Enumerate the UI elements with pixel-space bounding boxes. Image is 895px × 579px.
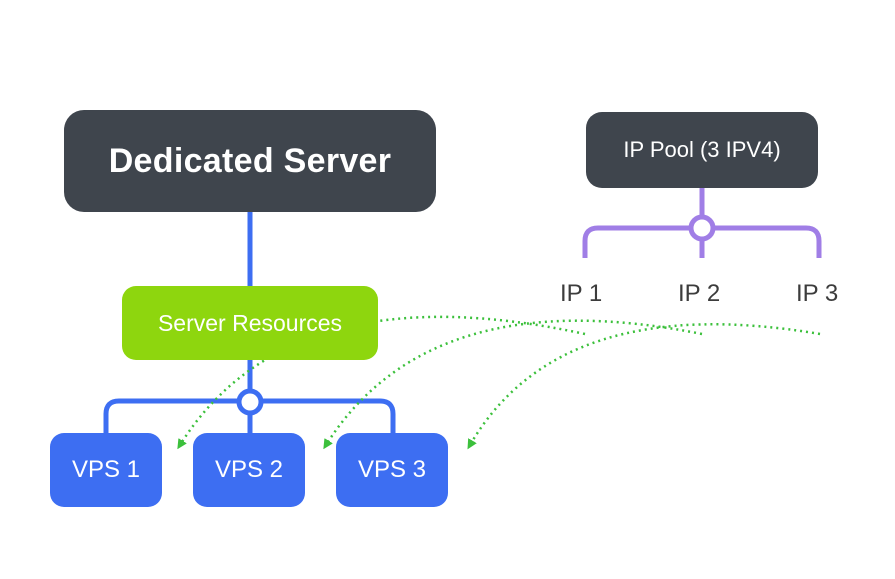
vps-junction-node [236,388,264,416]
vps-node-1: VPS 1 [50,433,162,507]
server-resources-node: Server Resources [122,286,378,360]
dedicated-server-node: Dedicated Server [64,110,436,212]
ip-pool-label: IP Pool (3 IPV4) [623,137,781,162]
ip-label-3: IP 3 [796,280,839,307]
ip3-to-vps3-arrow [467,323,821,450]
dedicated-server-label: Dedicated Server [108,141,392,180]
vps-node-2: VPS 2 [193,433,305,507]
vps-node-3: VPS 3 [336,433,448,507]
ip-label-1: IP 1 [560,280,603,307]
server-resources-label: Server Resources [157,309,343,336]
ip-junction-node [688,214,716,242]
ip-label-2: IP 2 [678,280,721,307]
ip-pool-node: IP Pool (3 IPV4) [586,112,818,188]
vps-label-2: VPS 2 [214,456,284,483]
ip1-to-vps1-arrow [177,315,586,450]
vps-label-3: VPS 3 [357,456,427,483]
ip2-to-vps2-arrow [323,319,703,450]
vps-label-1: VPS 1 [71,456,141,483]
